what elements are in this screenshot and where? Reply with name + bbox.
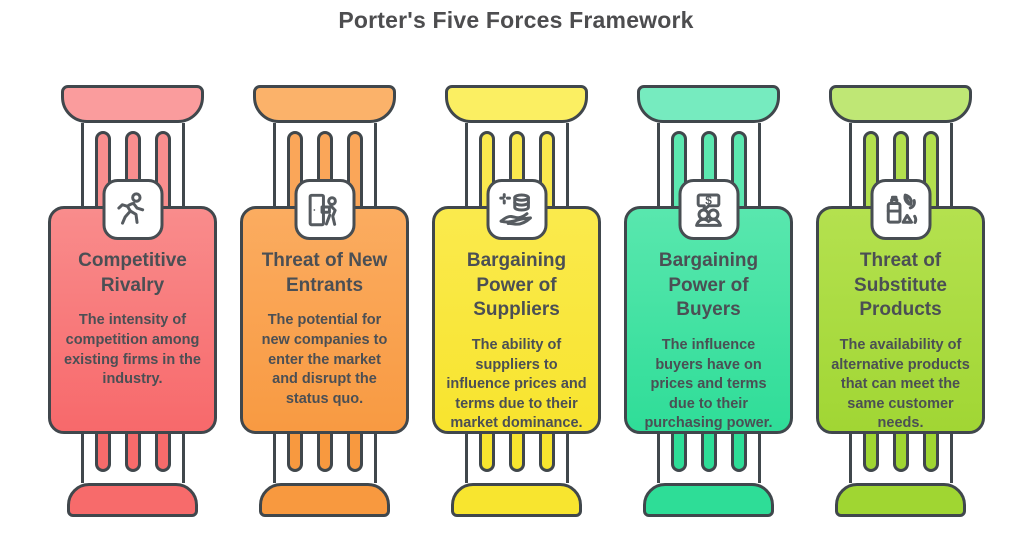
column-flute xyxy=(508,434,525,472)
force-description: The influence buyers have on prices and … xyxy=(644,337,773,432)
column-base xyxy=(451,483,582,517)
column-shaft-bottom xyxy=(80,434,185,483)
column-cap-top xyxy=(445,85,588,123)
force-description: The potential for new companies to enter… xyxy=(261,312,388,407)
pillar-bargaining-power-of-suppliers: Bargaining Power of Suppliers The abilit… xyxy=(432,85,601,517)
column-flute xyxy=(670,434,687,472)
column-shaft-bottom xyxy=(272,434,377,483)
column-shaft-top xyxy=(656,123,761,206)
column-flute xyxy=(892,434,909,472)
door-entry-icon xyxy=(294,179,355,240)
force-title: Bargaining Power of Buyers xyxy=(658,250,759,321)
column-base xyxy=(259,483,390,517)
force-description: The availability of alternative products… xyxy=(831,337,970,432)
buyers-dollar-icon: $ xyxy=(678,179,739,240)
svg-text:$: $ xyxy=(705,193,712,207)
column-cap-top xyxy=(829,85,972,123)
pillar-row: Competitive Rivalry The intensity of com… xyxy=(48,85,985,517)
column-flute xyxy=(478,434,495,472)
force-title: Threat of Substitute Products xyxy=(854,250,947,321)
column-shaft-bottom xyxy=(464,434,569,483)
force-title: Competitive Rivalry xyxy=(78,250,187,296)
column-shaft-bottom xyxy=(656,434,761,483)
substitute-products-icon xyxy=(870,179,931,240)
column-flute xyxy=(862,434,879,472)
column-flute xyxy=(538,434,555,472)
force-card: $ Bargaining Power of Buyers The influen… xyxy=(624,179,793,434)
column-shaft-bottom xyxy=(848,434,953,483)
column-base xyxy=(643,483,774,517)
force-card: Competitive Rivalry The intensity of com… xyxy=(48,179,217,434)
column-cap-top xyxy=(253,85,396,123)
column-flute xyxy=(730,434,747,472)
column-base xyxy=(67,483,198,517)
column-flute xyxy=(346,434,363,472)
runner-icon xyxy=(102,179,163,240)
pillar-threat-of-new-entrants: Threat of New Entrants The potential for… xyxy=(240,85,409,517)
column-flute xyxy=(316,434,333,472)
column-cap-top xyxy=(61,85,204,123)
column-cap-top xyxy=(637,85,780,123)
column-flute xyxy=(154,434,171,472)
column-flute xyxy=(124,434,141,472)
column-base xyxy=(835,483,966,517)
column-flute xyxy=(922,434,939,472)
page-title: Porter's Five Forces Framework xyxy=(338,7,694,33)
force-card: Bargaining Power of Suppliers The abilit… xyxy=(432,179,601,434)
force-description: The intensity of competition among exist… xyxy=(64,312,201,388)
hand-coins-icon xyxy=(486,179,547,240)
column-flute xyxy=(700,434,717,472)
column-flute xyxy=(94,434,111,472)
force-card: Threat of Substitute Products The availa… xyxy=(816,179,985,434)
pillar-competitive-rivalry: Competitive Rivalry The intensity of com… xyxy=(48,85,217,517)
force-description: The ability of suppliers to influence pr… xyxy=(446,337,587,432)
column-flute xyxy=(286,434,303,472)
pillar-threat-of-substitute-products: Threat of Substitute Products The availa… xyxy=(816,85,985,517)
pillar-bargaining-power-of-buyers: $ Bargaining Power of Buyers The influen… xyxy=(624,85,793,517)
force-card: Threat of New Entrants The potential for… xyxy=(240,179,409,434)
force-title: Threat of New Entrants xyxy=(261,250,388,296)
force-title: Bargaining Power of Suppliers xyxy=(466,250,567,321)
